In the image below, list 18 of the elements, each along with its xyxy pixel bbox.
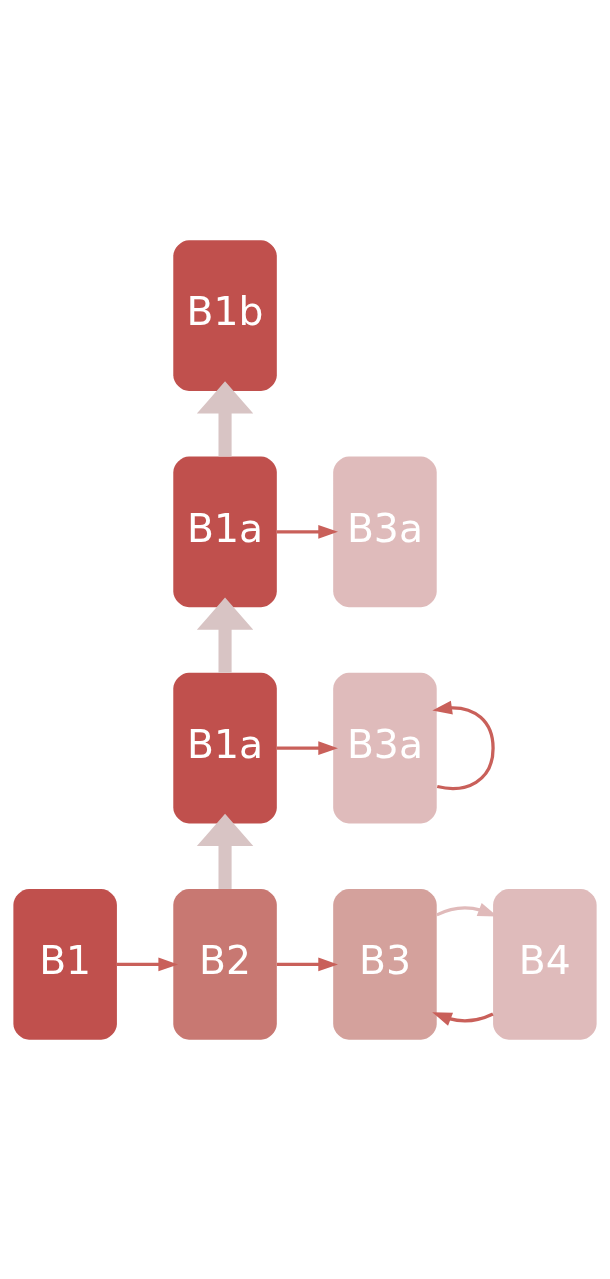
arrow [276, 524, 338, 539]
arrow [196, 380, 254, 456]
node-box: B1b [173, 239, 277, 391]
node-box: B1a [173, 672, 277, 823]
arrow [196, 597, 254, 673]
arrow [117, 957, 179, 971]
node-box: B3 [333, 888, 437, 1040]
node-box: B1a [173, 456, 277, 607]
arrow [196, 813, 254, 889]
arrow [432, 700, 495, 790]
node-box: B1 [13, 888, 117, 1040]
node-box: B2 [173, 888, 277, 1040]
arrow [432, 1011, 494, 1026]
node-box: B3a [333, 672, 437, 823]
node-box: B4 [493, 888, 597, 1040]
arrow [276, 740, 338, 755]
node-box: B3a [333, 456, 437, 607]
arrow [276, 957, 338, 971]
